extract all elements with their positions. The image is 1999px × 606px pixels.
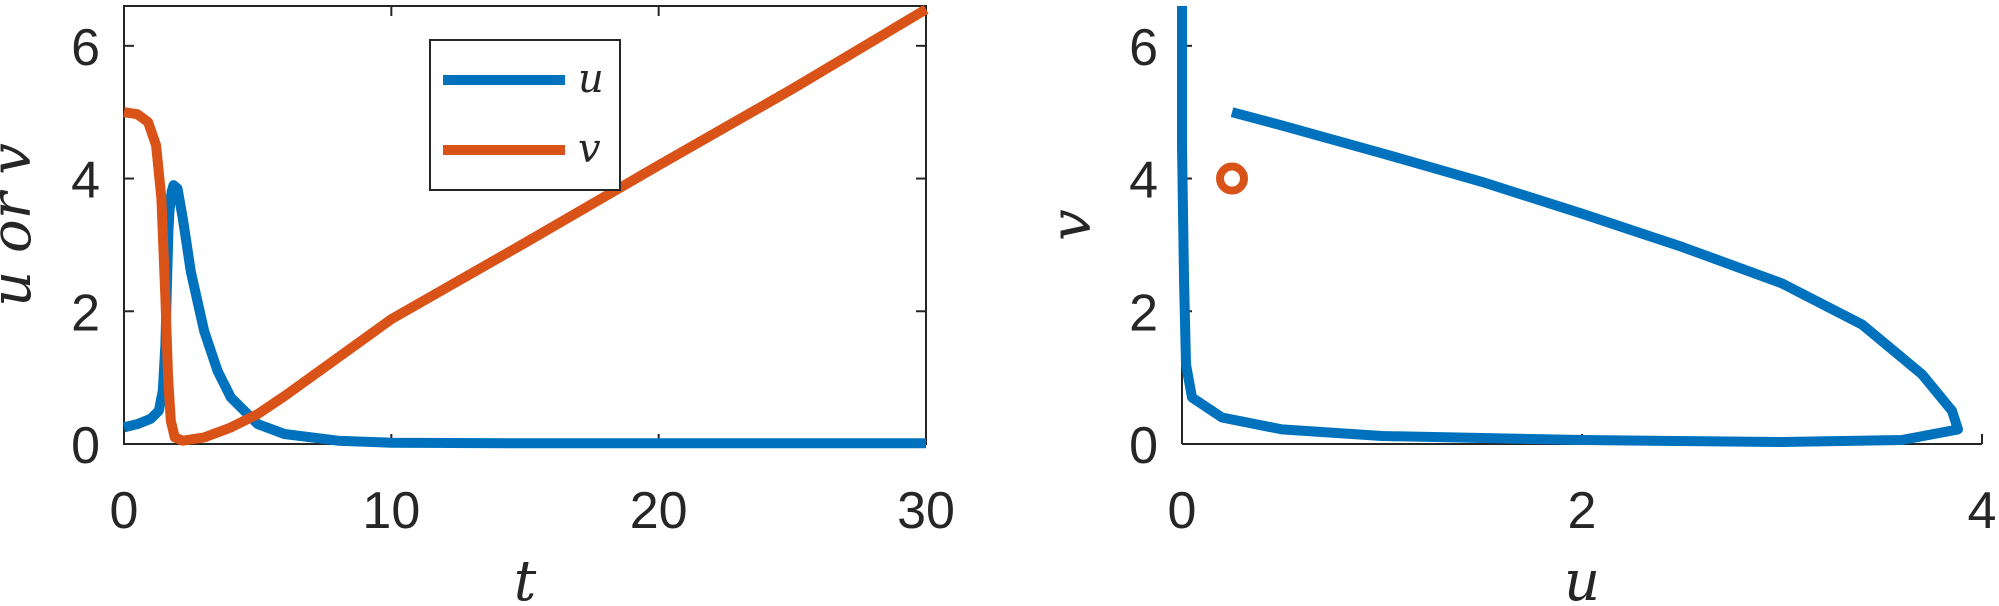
legend-label-u: u — [578, 56, 604, 102]
right-series-line — [1177, 6, 1963, 447]
right-ticks: 0 2 4 0 2 4 6 — [1129, 19, 1996, 540]
left-ticks: 0 10 20 30 0 2 4 6 — [71, 6, 955, 540]
legend-box — [429, 39, 621, 191]
left-series — [122, 5, 929, 449]
left-y-tick-label: 2 — [71, 284, 100, 342]
right-y-label: v — [1039, 209, 1104, 241]
right-x-tick-label: 2 — [1568, 482, 1597, 540]
left-y-tick-label: 0 — [71, 417, 100, 475]
left-series-u-line — [122, 180, 926, 449]
right-series — [1177, 6, 1963, 447]
left-x-tick-label: 30 — [897, 482, 955, 540]
left-x-label: t — [514, 549, 537, 606]
right-y-tick-label: 4 — [1129, 152, 1158, 210]
left-series-v-line — [123, 5, 929, 446]
left-y-tick-label: 6 — [71, 19, 100, 77]
right-marker-point — [1216, 162, 1248, 195]
right-x-label: u — [1564, 549, 1600, 606]
left-x-tick-label: 10 — [362, 482, 420, 540]
right-y-tick-label: 6 — [1129, 19, 1158, 77]
left-x-tick-label: 20 — [630, 482, 688, 540]
left-x-tick-label: 0 — [110, 482, 139, 540]
left-y-label: u or v — [0, 143, 44, 307]
right-y-tick-label: 0 — [1129, 417, 1158, 475]
right-y-tick-label: 2 — [1129, 284, 1158, 342]
right-x-tick-label: 0 — [1168, 482, 1197, 540]
legend: u v — [429, 39, 621, 191]
legend-label-v: v — [578, 126, 601, 172]
left-y-tick-label: 4 — [71, 152, 100, 210]
right-x-tick-label: 4 — [1968, 482, 1997, 540]
